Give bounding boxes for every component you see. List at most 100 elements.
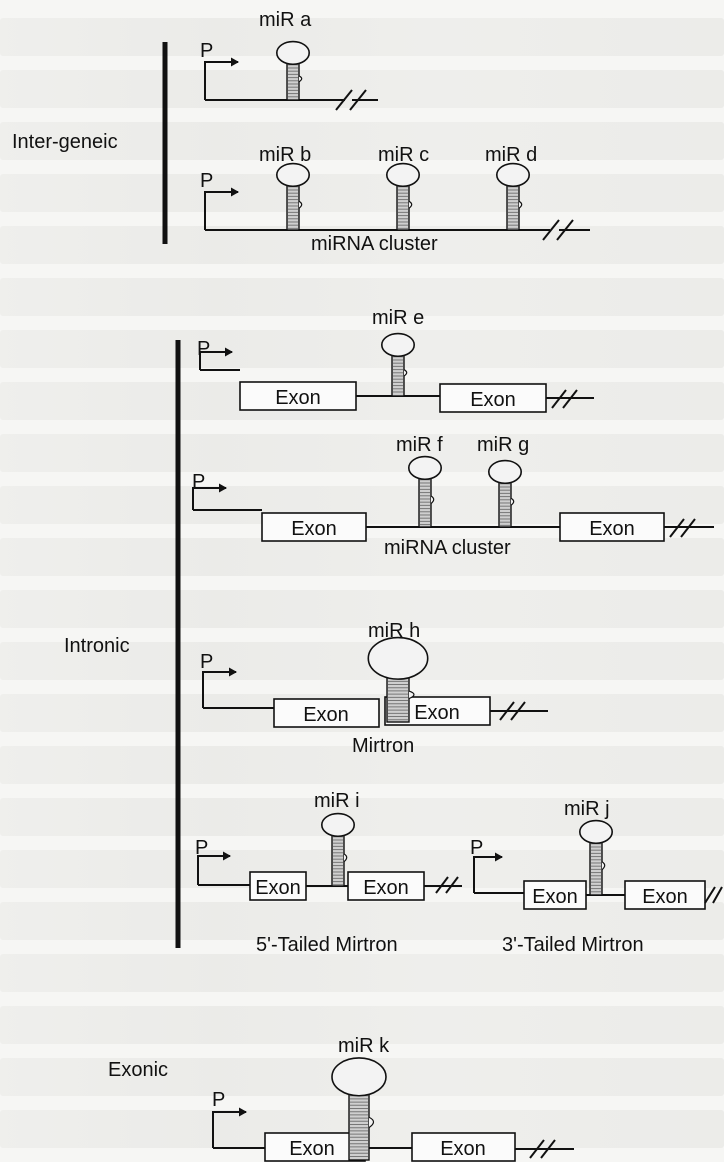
promoter-label: P xyxy=(212,1089,225,1111)
promoter-arrow xyxy=(199,347,233,370)
break-icon xyxy=(664,518,714,538)
hairpin-mir-i xyxy=(320,812,355,887)
exonic-row: P Exon Exon miR k xyxy=(212,1035,574,1162)
category-intergenic: Inter-geneic xyxy=(12,131,118,153)
intronic-row-mirtron: P Exon Exon miR h Mirtron xyxy=(200,620,548,757)
promoter-arrow xyxy=(197,851,231,885)
background-text-line xyxy=(0,278,724,316)
background-text-line xyxy=(0,642,724,680)
background-text-line xyxy=(0,590,724,628)
hairpin-mir-d xyxy=(495,162,530,231)
hairpin-mir-e xyxy=(380,332,415,397)
promoter-arrow xyxy=(212,1107,247,1148)
promoter-arrow xyxy=(204,57,239,100)
exon-label: Exon xyxy=(289,1138,335,1160)
background-text-line xyxy=(0,1006,724,1044)
promoter-label: P xyxy=(200,651,213,673)
break-icon xyxy=(546,389,594,409)
exon-box xyxy=(411,1132,516,1162)
hairpin-mir-h xyxy=(367,636,429,723)
mirna-label-k: miR k xyxy=(338,1035,390,1057)
exon-box xyxy=(261,512,367,542)
hairpin-mir-j xyxy=(578,819,613,896)
break-icon xyxy=(424,876,462,894)
tailed-3-label: 3'-Tailed Mirtron xyxy=(502,934,644,956)
mirtron-label: Mirtron xyxy=(352,735,414,757)
promoter-arrow xyxy=(204,187,239,230)
mirna-label-j: miR j xyxy=(564,798,610,820)
exon-label: Exon xyxy=(440,1138,486,1160)
intronic-row-5-tailed-mirtron: P Exon Exon miR i 5'-Tailed Mirtron xyxy=(195,790,462,956)
hairpin-mir-b xyxy=(275,162,310,231)
exon-label: Exon xyxy=(291,518,337,540)
background-text-line xyxy=(0,538,724,576)
exon-box xyxy=(523,880,587,910)
intergenic-row-cluster: P miR b miR c miR d miRNA cluster xyxy=(200,144,590,255)
break-icon xyxy=(542,219,590,241)
background-text-line xyxy=(0,954,724,992)
background-text-line xyxy=(0,330,724,368)
mirna-label-g: miR g xyxy=(477,434,529,456)
intronic-row-3-tailed-mirtron: P Exon Exon miR j 3'-Tailed Mirtron xyxy=(470,798,723,956)
promoter-arrow xyxy=(202,667,237,708)
exon-box xyxy=(439,383,547,413)
hairpin-mir-f xyxy=(407,455,442,528)
promoter-arrow xyxy=(192,483,227,510)
cluster-label: miRNA cluster xyxy=(311,233,438,255)
exon-label: Exon xyxy=(363,877,409,899)
cluster-label: miRNA cluster xyxy=(384,537,511,559)
background-text-line xyxy=(0,122,724,160)
exon-label: Exon xyxy=(642,886,688,908)
exon-label: Exon xyxy=(589,518,635,540)
tailed-5-label: 5'-Tailed Mirtron xyxy=(256,934,398,956)
background-text-line xyxy=(0,70,724,108)
mirna-label-f: miR f xyxy=(396,434,443,456)
exon-box xyxy=(239,381,357,411)
exon-box xyxy=(624,880,706,910)
exon-label: Exon xyxy=(255,877,301,899)
promoter-label: P xyxy=(470,837,483,859)
mirna-label-h: miR h xyxy=(368,620,420,642)
mirna-label-e: miR e xyxy=(372,307,424,329)
background-text-line xyxy=(0,382,724,420)
exon-label: Exon xyxy=(470,389,516,411)
background-text-line xyxy=(0,226,724,264)
hairpin-mir-k xyxy=(331,1057,387,1161)
exon-box xyxy=(273,698,380,728)
intronic-row-single: P Exon Exon miR e xyxy=(197,307,594,413)
exon-label: Exon xyxy=(414,702,460,724)
intergenic-row-single: P miR a xyxy=(200,9,378,111)
exon-box xyxy=(347,871,425,901)
promoter-label: P xyxy=(195,837,208,859)
hairpin-mir-g xyxy=(487,459,522,528)
mirna-label-i: miR i xyxy=(314,790,360,812)
exon-label: Exon xyxy=(303,704,349,726)
exon-label: Exon xyxy=(275,387,321,409)
hairpin-mir-c xyxy=(385,162,420,231)
promoter-label: P xyxy=(197,338,210,360)
background-text-line xyxy=(0,18,724,56)
break-icon xyxy=(335,89,378,111)
break-icon xyxy=(490,701,548,721)
promoter-label: P xyxy=(192,471,205,493)
mirna-label-b: miR b xyxy=(259,144,311,166)
mirna-label-c: miR c xyxy=(378,144,429,166)
break-icon xyxy=(515,1139,574,1159)
category-exonic: Exonic xyxy=(108,1059,168,1081)
background-text-line xyxy=(0,434,724,472)
mirna-label-a: miR a xyxy=(259,9,312,31)
background-text-line xyxy=(0,902,724,940)
promoter-arrow xyxy=(473,852,503,893)
hairpin-mir-a xyxy=(275,40,310,101)
exon-label: Exon xyxy=(532,886,578,908)
promoter-label: P xyxy=(200,40,213,62)
promoter-label: P xyxy=(200,170,213,192)
category-intronic: Intronic xyxy=(64,635,130,657)
intronic-row-cluster: P Exon Exon miR f miR g miRNA cluster xyxy=(192,434,714,559)
background-text-line xyxy=(0,174,724,212)
mirna-label-d: miR d xyxy=(485,144,537,166)
background-text-line xyxy=(0,746,724,784)
break-icon xyxy=(704,886,723,904)
